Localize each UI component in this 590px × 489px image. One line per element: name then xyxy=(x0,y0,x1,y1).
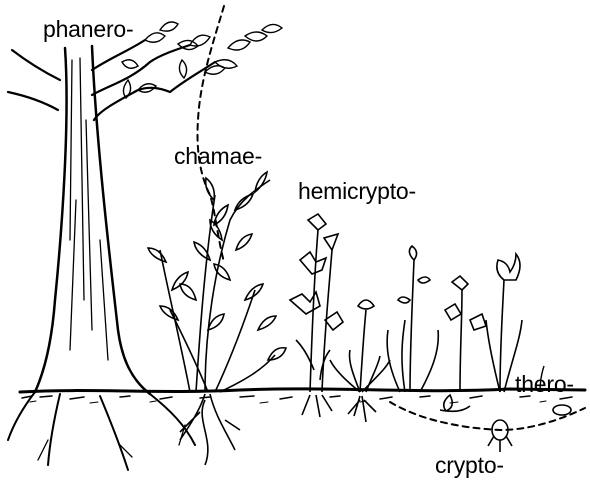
phanerophyte-tree xyxy=(8,40,215,470)
label-thero: thero- xyxy=(515,371,574,398)
rosette-plant xyxy=(330,300,390,422)
label-hemicrypto: hemicrypto- xyxy=(298,178,416,205)
chamaephyte-shrub xyxy=(148,172,286,392)
label-crypto: crypto- xyxy=(435,452,504,479)
label-chamae: chamae- xyxy=(174,143,262,170)
label-phanero: phanero- xyxy=(43,16,133,43)
chamaephyte-roots xyxy=(180,394,240,465)
geophyte-plants xyxy=(387,246,571,452)
hemicryptophyte-plant xyxy=(290,214,343,417)
